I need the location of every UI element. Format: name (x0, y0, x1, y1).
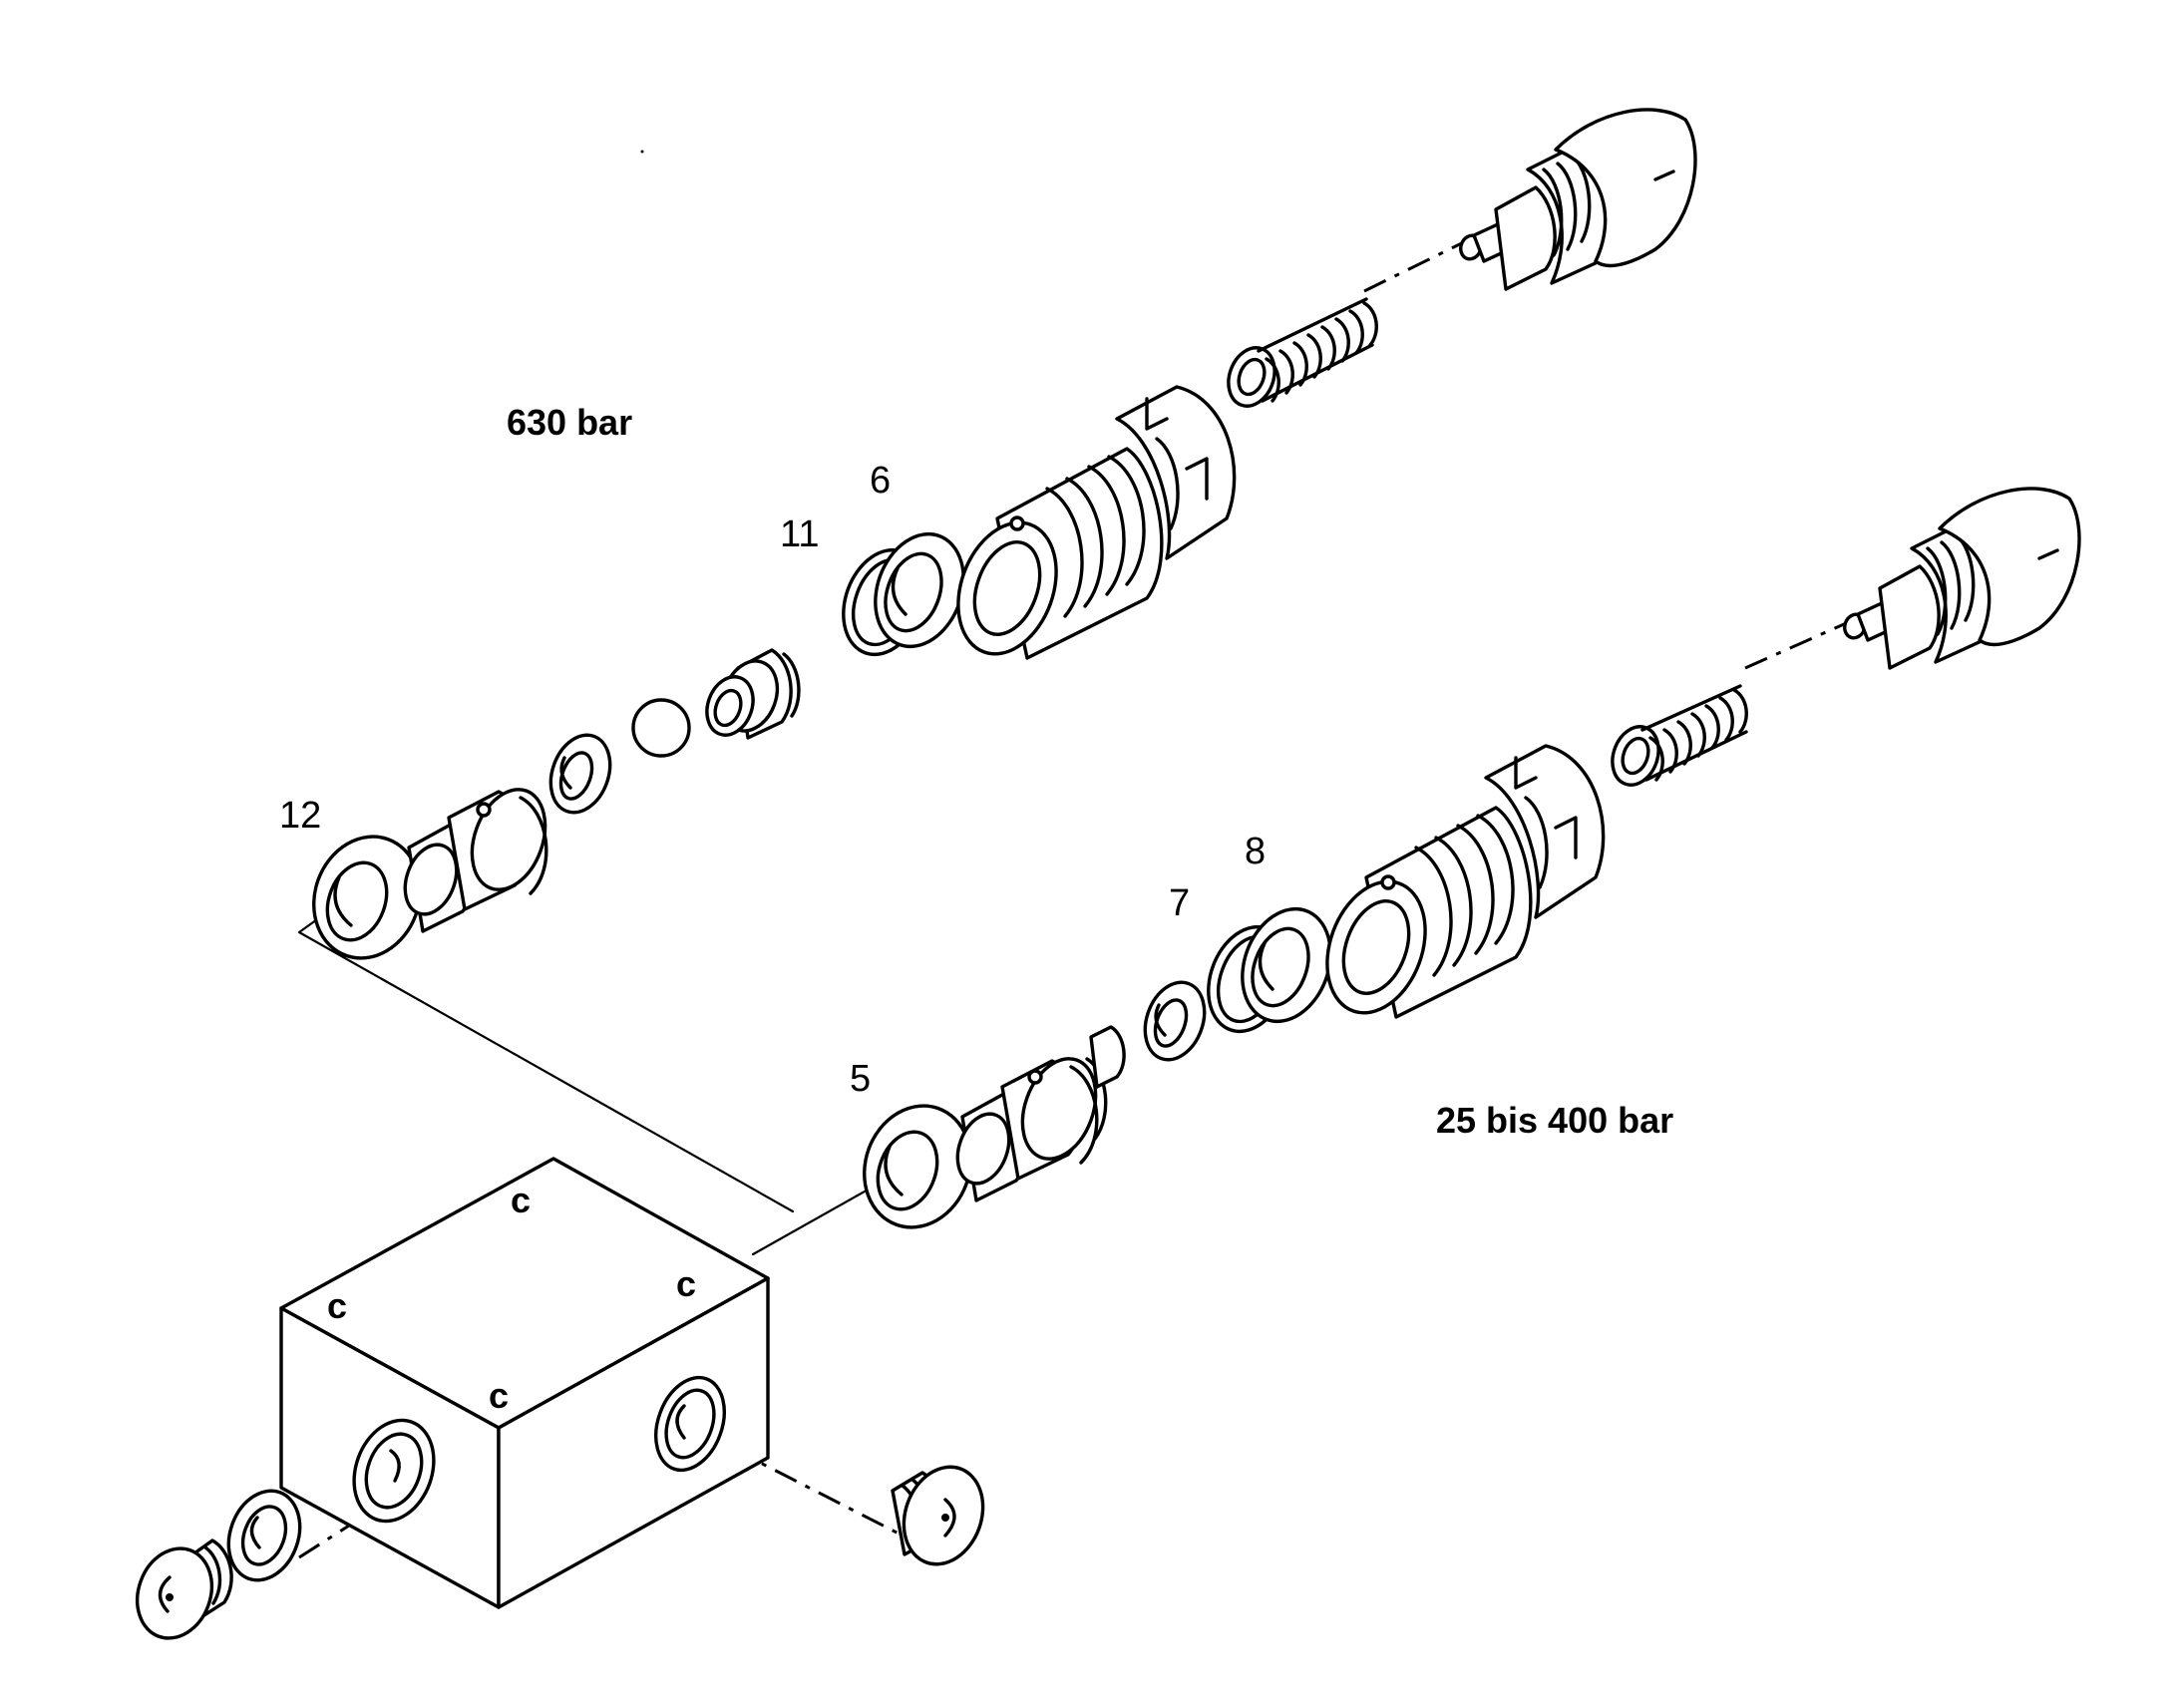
callout-5: 5 (850, 1058, 871, 1100)
block-mark: c (511, 1180, 531, 1220)
block-mark: c (676, 1263, 696, 1304)
callout-11: 11 (780, 513, 819, 555)
plug-left (135, 1489, 302, 1640)
callout-7: 7 (1169, 882, 1190, 924)
lower-cartridge (1325, 744, 1606, 1019)
labels: 630 bar 25 bis 400 bar 6 11 12 8 7 5 (279, 402, 1673, 1141)
upper-assembly (312, 108, 1697, 960)
stray-dot (640, 150, 644, 154)
upper-piston (403, 788, 548, 933)
callout-8: 8 (1245, 831, 1266, 872)
pressure-label-lower: 25 bis 400 bar (1436, 1100, 1673, 1141)
upper-cartridge (956, 385, 1237, 660)
upper-adjuster (1459, 108, 1697, 291)
valve-block: c c c c (279, 1157, 770, 1609)
lower-adjuster (1843, 487, 2081, 670)
plug-right (891, 1465, 985, 1566)
part-6-ring (874, 531, 965, 649)
axis-right-plug (687, 1424, 904, 1537)
part-7-ring (1143, 980, 1207, 1062)
block-right-face (497, 1276, 770, 1609)
upper-spring (1227, 297, 1378, 408)
block-mark: c (489, 1375, 509, 1416)
block-port-front (352, 1418, 436, 1524)
upper-seat (705, 648, 801, 740)
plug-left-head (135, 1546, 214, 1640)
upper-ball (631, 698, 691, 758)
pressure-label-upper: 630 bar (507, 402, 632, 443)
upper-small-ring (548, 733, 612, 815)
callout-12: 12 (279, 795, 321, 837)
block-port-right (654, 1375, 726, 1473)
part-12-seal (312, 835, 422, 960)
part-5-seal (863, 1104, 972, 1229)
lower-piston (955, 1025, 1126, 1202)
part-8-ring (1241, 906, 1332, 1024)
block-mark: c (327, 1285, 347, 1326)
lower-assembly (863, 487, 2081, 1229)
lower-spring (1611, 684, 1748, 787)
callout-6: 6 (870, 460, 891, 502)
axis-lower (1744, 618, 1854, 670)
